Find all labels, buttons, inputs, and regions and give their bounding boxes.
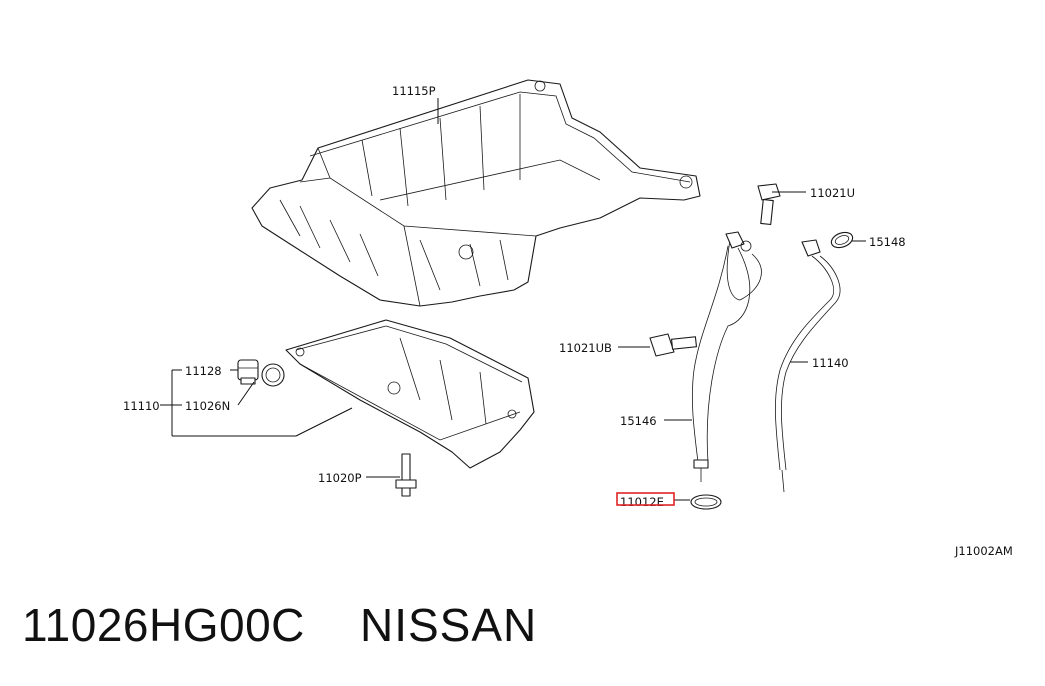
label-bolt-upper: 11021U [810,186,855,200]
brand-name: NISSAN [360,599,538,651]
label-bolt-ub: 11021UB [559,341,612,355]
upper-oil-pan-drawing [251,79,701,307]
highlight-box [616,492,675,506]
part-number: 11026HG00C [22,599,305,651]
drain-washer-drawing [261,363,285,387]
dipstick-drawing [775,239,841,493]
dipstick-tube-drawing [691,231,762,482]
label-gasket-15148: 15148 [869,235,906,249]
drain-plug-drawing [237,359,259,385]
stud-bolt-drawing [395,453,417,497]
gasket-15148-drawing [830,231,854,249]
o-ring-drawing [690,494,722,510]
label-washer: 11026N [185,399,230,413]
label-dipstick: 11140 [812,356,849,370]
bolt-ub-drawing [649,333,698,357]
label-guide-tube: 15146 [620,414,657,428]
label-o-ring: 11012E [620,495,664,509]
label-plug: 11128 [185,364,222,378]
bolt-upper-drawing [757,183,781,226]
label-upper-oil-pan: 11115P [392,84,436,98]
label-assembly: 11110 [123,399,160,413]
lower-oil-pan-drawing [285,319,535,469]
label-stud: 11020P [318,471,362,485]
diagram-code: J11002AM [954,544,1013,558]
leader-lines [160,98,866,501]
